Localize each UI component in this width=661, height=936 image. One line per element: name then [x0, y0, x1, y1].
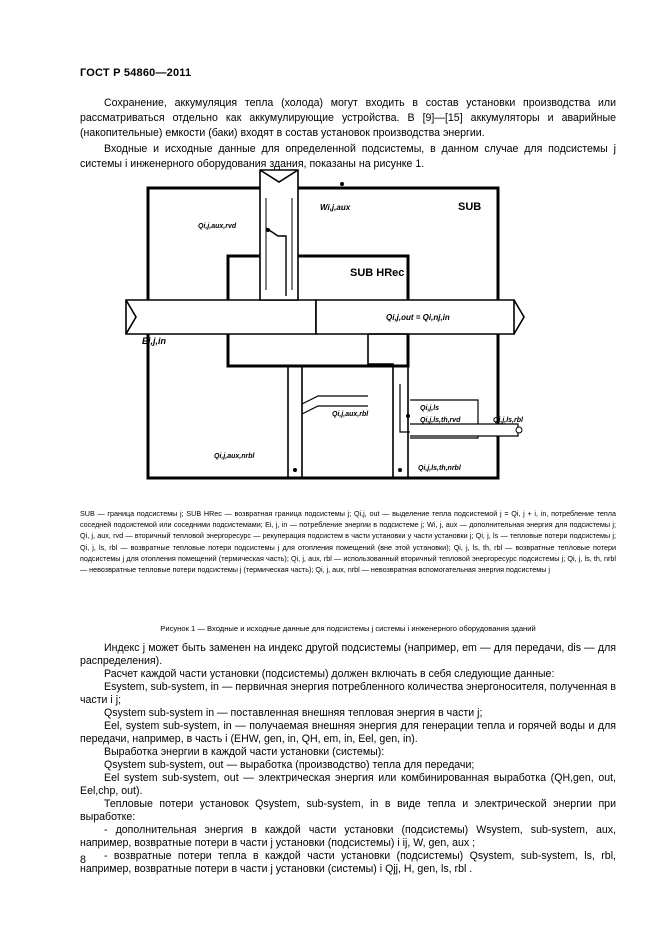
body-line-10: - дополнительная энергия в каждой части …	[80, 824, 616, 849]
loss-pipe	[367, 334, 394, 478]
label-q-aux-rbl: Qi,j,aux,rbl	[332, 411, 369, 418]
intro-paragraph-1: Сохранение, аккумуляция тепла (холода) м…	[80, 97, 616, 139]
figure-legend: SUB — граница подсистемы j; SUB HRec — в…	[80, 509, 616, 575]
label-e-in: Ei,j,in	[142, 336, 167, 346]
label-q-ls: Qi,j,ls	[420, 405, 439, 412]
subsystem-diagram: SUB SUB HRec Wi,j,aux Qi,j,aux,rvd Ei,j,…	[118, 168, 548, 504]
label-sub: SUB	[458, 201, 481, 213]
page-number: 8	[80, 854, 86, 866]
body-line-3: Esystem, sub-system, in — первичная энер…	[80, 681, 616, 706]
body-line-5: Eel, system sub-system, in — получаемая …	[80, 720, 616, 745]
intro-paragraph-2: Входные и исходные данные для определенн…	[80, 143, 616, 170]
body-line-11: - возвратные потери тепла в каждой части…	[80, 850, 616, 875]
label-q-ls-rbl: Qi,j,ls,rbl	[493, 417, 524, 424]
rbl-pipe	[410, 423, 519, 437]
label-w-aux: Wi,j,aux	[320, 203, 351, 212]
label-q-aux-nrbl: Qi,j,aux,nrbl	[214, 453, 256, 460]
body-line-8: Eel system sub-system, out — электрическ…	[80, 772, 616, 797]
body-line-6: Выработка энергии в каждой части установ…	[104, 746, 385, 758]
aux-pipe-top	[259, 169, 299, 301]
body-text: Индекс j может быть заменен на индекс др…	[80, 642, 616, 876]
body-line-7: Qsystem sub-system, out — выработка (про…	[104, 759, 475, 771]
body-line-9: Тепловые потери установок Qsystem, sub-s…	[80, 798, 616, 823]
body-line-1: Индекс j может быть заменен на индекс др…	[80, 642, 616, 667]
input-pipe	[125, 299, 317, 335]
label-q-ls-th-rvd: Qi,j,ls,th,rvd	[420, 417, 461, 424]
document-header: ГОСТ Р 54860—2011	[80, 67, 192, 79]
label-q-ls-th-nrbl: Qi,j,ls,th,nrbl	[418, 465, 462, 472]
aux-nrbl-pipe	[287, 366, 303, 478]
body-line-2: Расчет каждой части установки (подсистем…	[104, 668, 555, 680]
label-sub-hrec: SUB HRec	[350, 267, 404, 279]
label-q-aux-rvd: Qi,j,aux,rvd	[198, 223, 237, 230]
body-line-4: Qsystem sub-system in — поставленная вне…	[104, 707, 483, 719]
figure-caption: Рисунок 1 — Входные и исходные данные дл…	[160, 624, 536, 633]
aux-rvd-loop	[265, 227, 287, 296]
label-q-out: Qi,j,out = Qi,nj,in	[386, 313, 450, 322]
